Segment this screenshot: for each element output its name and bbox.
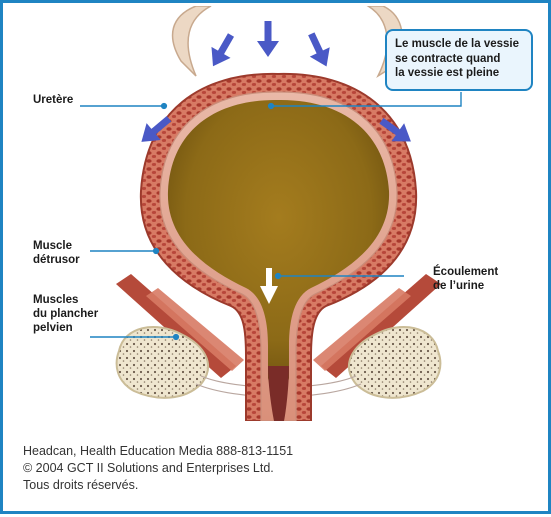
ureter-label: Uretère <box>33 93 73 107</box>
credit-line-publisher: Headcan, Health Education Media 888-813-… <box>23 443 551 460</box>
urine-flow-label: Écoulement de l’urine <box>433 265 498 293</box>
credit-line-copyright: © 2004 GCT II Solutions and Enterprises … <box>23 460 551 477</box>
arrow-down-icon <box>257 21 279 57</box>
arrow-down-icon <box>203 30 240 72</box>
arrow-down-icon <box>301 29 336 71</box>
credits: Headcan, Health Education Media 888-813-… <box>3 421 551 517</box>
credit-line-rights: Tous droits réservés. <box>23 477 551 494</box>
left-ureter <box>173 6 211 76</box>
detrusor-label: Muscle détrusor <box>33 239 80 267</box>
pelvic-floor-label: Muscles du plancher pelvien <box>33 293 98 335</box>
contraction-callout: Le muscle de la vessie se contracte quan… <box>385 29 533 91</box>
